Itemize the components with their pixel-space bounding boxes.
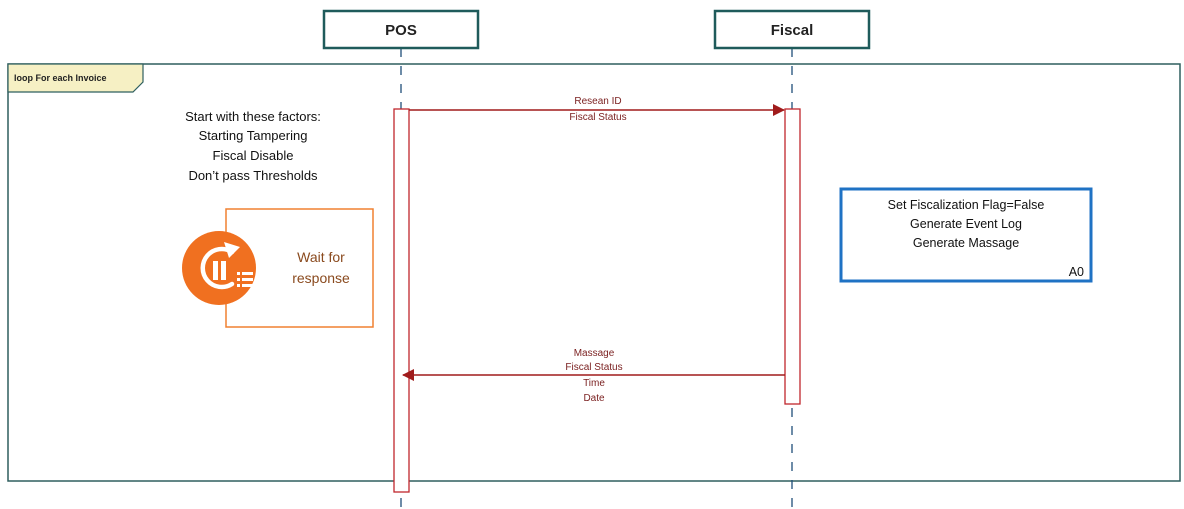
pos-activation-bar xyxy=(393,108,410,493)
loop-frame-tag xyxy=(7,63,144,93)
loop-frame-border xyxy=(7,63,1181,482)
response-message-line-2: Fiscal Status xyxy=(565,362,622,373)
fiscalization-action-border xyxy=(839,187,1093,283)
fiscalization-action-tag: A0 xyxy=(1069,265,1084,279)
request-message-line-2: Fiscal Status xyxy=(569,112,626,123)
response-message-line-1: Massage xyxy=(574,348,615,359)
loop-frame: loop For each Invoice xyxy=(7,63,1181,482)
participant-fiscal-box xyxy=(713,9,871,50)
fiscalization-action-line-1: Set Fiscalization Flag=False xyxy=(888,198,1045,212)
wait-response-box: Wait for response xyxy=(182,208,374,328)
fiscalization-action-line-3: Generate Massage xyxy=(913,236,1019,250)
wait-response-line-1: Wait for xyxy=(297,249,345,265)
request-message: Resean ID Fiscal Status xyxy=(409,96,785,123)
wait-response-line-2: response xyxy=(292,270,350,286)
start-factors-line-4: Don’t pass Thresholds xyxy=(188,168,318,183)
participant-fiscal[interactable]: Fiscal xyxy=(713,9,871,50)
pause-refresh-icon xyxy=(182,231,256,305)
response-message-line-4: Date xyxy=(583,393,605,404)
start-factors-line-1: Start with these factors: xyxy=(185,109,321,124)
start-factors-note: Start with these factors: Starting Tampe… xyxy=(185,109,321,183)
fiscalization-action-box: Set Fiscalization Flag=False Generate Ev… xyxy=(839,187,1093,283)
participant-pos[interactable]: POS xyxy=(322,9,480,50)
start-factors-line-3: Fiscal Disable xyxy=(213,148,294,163)
response-message-line-3: Time xyxy=(583,378,605,389)
participant-pos-box xyxy=(322,9,480,50)
start-factors-line-2: Starting Tampering xyxy=(199,128,308,143)
loop-frame-label: loop For each Invoice xyxy=(14,73,107,83)
fiscalization-action-line-2: Generate Event Log xyxy=(910,217,1022,231)
participant-pos-label: POS xyxy=(385,22,417,39)
participant-fiscal-label: Fiscal xyxy=(771,22,814,39)
fiscal-activation-bar xyxy=(784,108,801,405)
response-message: Massage Fiscal Status Time Date xyxy=(402,348,785,404)
request-message-line-1: Resean ID xyxy=(574,96,621,107)
